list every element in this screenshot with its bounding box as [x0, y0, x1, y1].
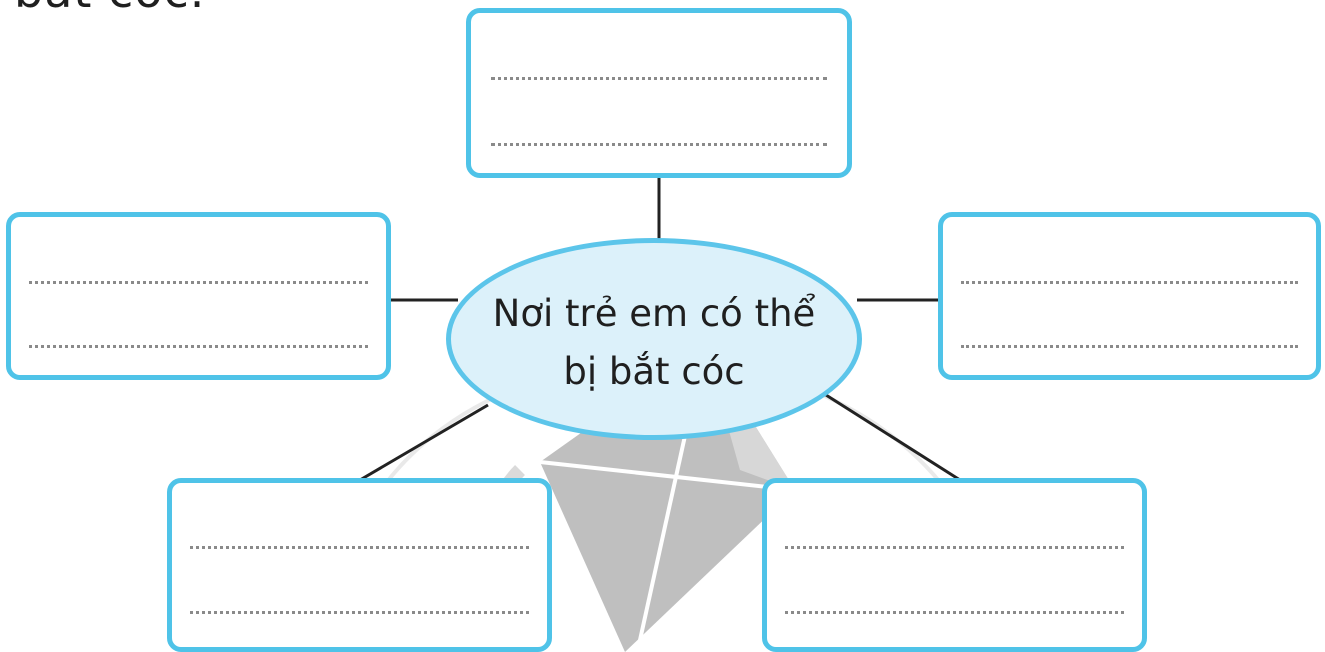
answer-line[interactable] [190, 546, 529, 549]
answer-box-top[interactable] [466, 8, 852, 178]
answer-line[interactable] [491, 77, 827, 80]
connector-bottom-left [360, 405, 488, 480]
center-node-text: Nơi trẻ em có thể bị bắt cóc [474, 285, 834, 401]
answer-line[interactable] [29, 345, 368, 348]
connector-bottom-right [826, 395, 960, 480]
center-node: Nơi trẻ em có thể bị bắt cóc [446, 238, 862, 440]
answer-line[interactable] [190, 611, 529, 614]
answer-box-right[interactable] [938, 212, 1321, 380]
answer-box-bottom-left[interactable] [167, 478, 552, 652]
answer-box-bottom-right[interactable] [762, 478, 1147, 652]
answer-line[interactable] [491, 143, 827, 146]
answer-line[interactable] [785, 546, 1124, 549]
answer-line[interactable] [961, 281, 1298, 284]
answer-line[interactable] [29, 281, 368, 284]
answer-line[interactable] [785, 611, 1124, 614]
heading-fragment: bắt cóc. [14, 0, 205, 18]
answer-box-left[interactable] [6, 212, 391, 380]
answer-line[interactable] [961, 345, 1298, 348]
